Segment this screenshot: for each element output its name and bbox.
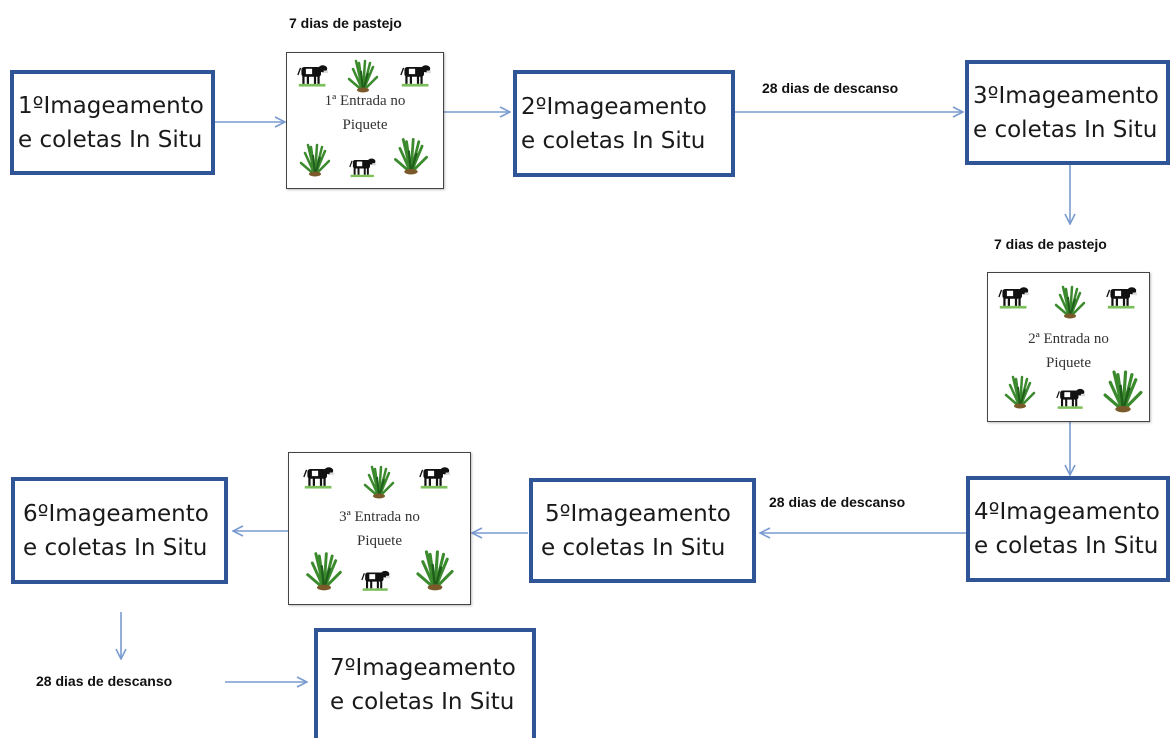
- step-title: 6ºImageamento: [23, 500, 209, 527]
- cow-icon: [1056, 383, 1086, 413]
- rest-label-3: 28 dias de descanso: [36, 673, 173, 689]
- grazing-box-text: 3ª Entrada no Piquete: [289, 505, 470, 553]
- step-title: 1ºImageamento: [18, 92, 204, 119]
- cow-icon: [297, 59, 329, 91]
- grass-icon: [391, 135, 431, 175]
- grass-icon: [361, 463, 397, 499]
- grazing-entry-subtitle: Piquete: [342, 117, 388, 133]
- imaging-step-3: 3ºImageamento e coletas In Situ: [965, 60, 1170, 165]
- grazing-entry-title: 3ª Entrada no: [339, 509, 420, 525]
- grazing-label-2: 7 dias de pastejo: [994, 236, 1107, 252]
- cow-icon: [998, 281, 1030, 313]
- imaging-step-1: 1ºImageamento e coletas In Situ: [10, 70, 215, 175]
- step-subtitle: e coletas In Situ: [18, 126, 203, 153]
- step-title: 3ºImageamento: [973, 82, 1159, 109]
- grazing-box-1: 1ª Entrada no Piquete: [286, 52, 444, 189]
- step-subtitle: e coletas In Situ: [541, 534, 726, 561]
- grazing-label-1: 7 dias de pastejo: [289, 15, 402, 31]
- step-title: 5ºImageamento: [545, 500, 731, 527]
- cow-icon: [349, 153, 377, 181]
- imaging-step-6: 6ºImageamento e coletas In Situ: [11, 477, 228, 584]
- imaging-step-2: 2ºImageamento e coletas In Situ: [513, 70, 735, 177]
- grazing-box-3: 3ª Entrada no Piquete: [288, 452, 471, 605]
- imaging-step-4: 4ºImageamento e coletas In Situ: [966, 476, 1170, 582]
- step-subtitle: e coletas In Situ: [521, 127, 706, 154]
- step-title: 4ºImageamento: [974, 499, 1160, 525]
- grazing-box-text: 1ª Entrada no Piquete: [287, 89, 443, 137]
- rest-label-2: 28 dias de descanso: [769, 494, 906, 510]
- step-subtitle: e coletas In Situ: [973, 116, 1158, 143]
- grazing-entry-subtitle: Piquete: [357, 533, 402, 549]
- grass-icon: [1052, 283, 1088, 319]
- grass-icon: [1002, 373, 1038, 409]
- cow-icon: [400, 59, 432, 91]
- cow-icon: [419, 461, 451, 493]
- step-subtitle: e coletas In Situ: [974, 533, 1159, 559]
- grazing-entry-title: 2ª Entrada no: [1028, 331, 1109, 347]
- grazing-entry-title: 1ª Entrada no: [324, 93, 406, 109]
- step-title: 2ºImageamento: [521, 93, 707, 120]
- cow-icon: [303, 461, 335, 493]
- grazing-entry-subtitle: Piquete: [1046, 355, 1091, 371]
- grass-icon: [413, 547, 457, 591]
- grazing-box-text: 2ª Entrada no Piquete: [988, 327, 1149, 375]
- grazing-box-2: 2ª Entrada no Piquete: [987, 272, 1150, 422]
- cow-icon: [361, 565, 391, 595]
- rest-label-1: 28 dias de descanso: [762, 80, 899, 96]
- step-title: 7ºImageamento: [330, 655, 516, 681]
- imaging-step-7: 7ºImageamento e coletas In Situ: [314, 628, 536, 738]
- imaging-step-5: 5ºImageamento e coletas In Situ: [529, 478, 756, 583]
- step-subtitle: e coletas In Situ: [23, 534, 208, 561]
- grass-icon: [297, 141, 333, 177]
- cow-icon: [1106, 281, 1138, 313]
- grass-icon: [345, 57, 381, 93]
- step-subtitle: e coletas In Situ: [330, 689, 515, 715]
- grass-icon: [303, 549, 345, 591]
- grass-icon: [1100, 367, 1146, 413]
